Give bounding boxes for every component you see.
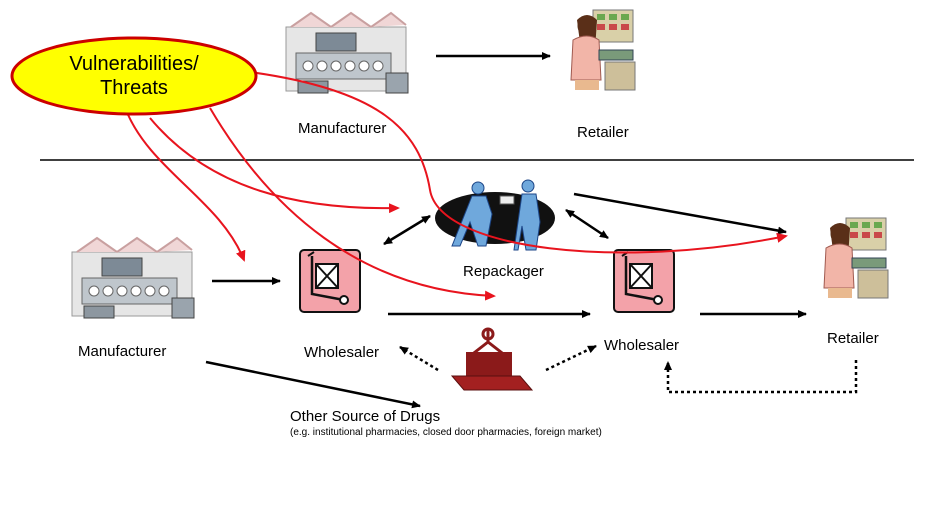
w1-repackager-arrow bbox=[383, 214, 431, 246]
callout-line-1: Vulnerabilities/ bbox=[69, 53, 199, 75]
crate-to-w2-dotted-arrow bbox=[545, 344, 597, 372]
callout-text: Vulnerabilities/ Threats bbox=[34, 52, 234, 100]
threat-arrows bbox=[125, 71, 788, 301]
repackager-retailer-arrow bbox=[573, 192, 787, 235]
pharmacist-icon bbox=[570, 9, 636, 91]
factory-icon bbox=[285, 12, 409, 94]
retailer-to-w2-dotted-arrow bbox=[664, 360, 858, 394]
crate-hoist-icon bbox=[450, 327, 534, 391]
top-retailer-label: Retailer bbox=[577, 124, 629, 141]
top-manufacturer-label: Manufacturer bbox=[298, 120, 387, 137]
wholesaler2-label: Wholesaler bbox=[604, 337, 680, 354]
bottom-manufacturer-label: Manufacturer bbox=[78, 343, 167, 360]
crate-to-w1-dotted-arrow bbox=[399, 345, 439, 372]
bottom-retailer-label: Retailer bbox=[827, 330, 879, 347]
repackager-w2-arrow bbox=[565, 208, 609, 240]
callout-line-2: Threats bbox=[100, 77, 168, 99]
factory-icon bbox=[71, 237, 195, 319]
repackager-label: Repackager bbox=[463, 263, 544, 280]
other-source-note: (e.g. institutional pharmacies, closed d… bbox=[290, 427, 602, 438]
other-source-label: Other Source of Drugs bbox=[290, 408, 441, 425]
mfr-to-other-arrow bbox=[205, 360, 421, 409]
pharmacist-icon bbox=[823, 217, 889, 299]
hand-truck-icon bbox=[298, 248, 362, 314]
vulnerabilities-callout bbox=[10, 36, 258, 116]
wholesaler1-label: Wholesaler bbox=[304, 344, 380, 361]
hand-truck-icon bbox=[612, 248, 676, 314]
handshake-icon bbox=[435, 179, 555, 251]
